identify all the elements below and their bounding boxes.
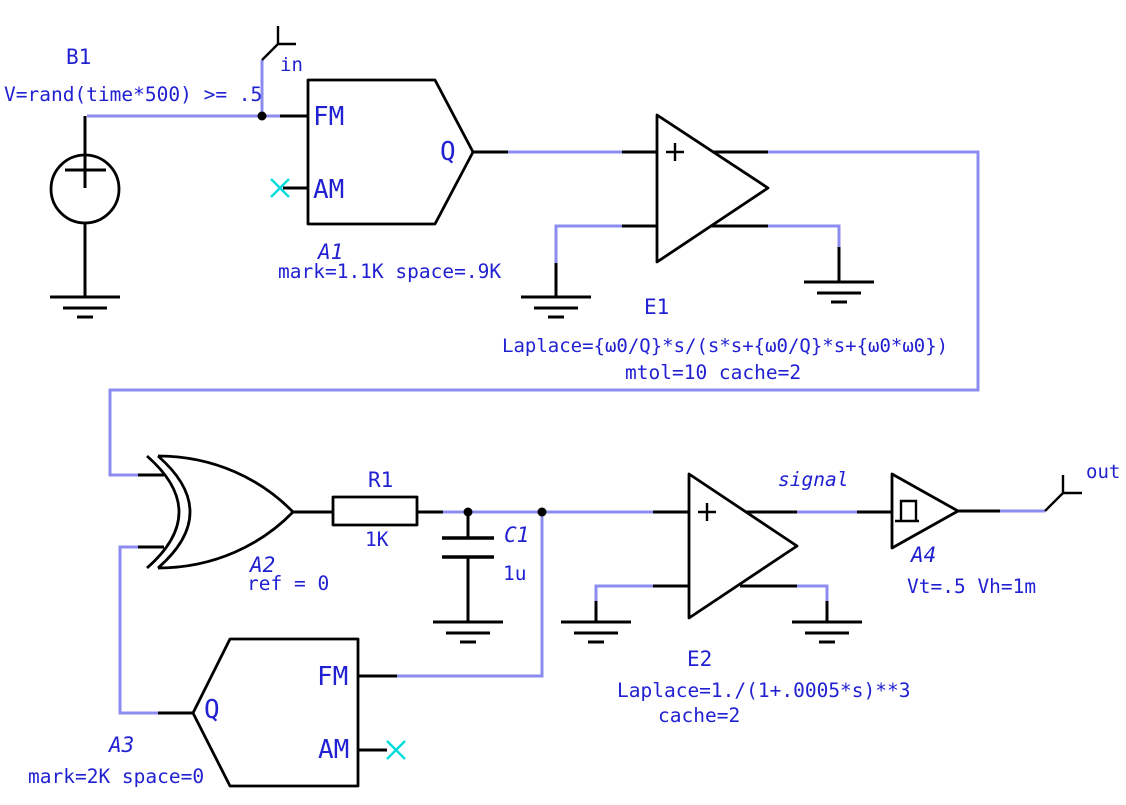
label-r1-value: 1K	[365, 528, 389, 551]
label-a4-value: Vt=.5 Vh=1m	[907, 575, 1036, 598]
hysteresis-icon	[895, 499, 919, 523]
label-b1-value: V=rand(time*500) >= .5	[4, 83, 262, 106]
label-a1-pin-q: Q	[440, 137, 456, 167]
component-a4-schmitt[interactable]	[857, 472, 1000, 550]
label-e2-value: Laplace=1./(1+.0005*s)**3	[617, 679, 911, 702]
label-a3-pin-am: AM	[318, 735, 349, 765]
label-e1-value2: mtol=10 cache=2	[625, 361, 801, 384]
component-c1-capacitor[interactable]	[442, 512, 494, 622]
label-port-out: out	[1086, 461, 1120, 483]
component-e2-vcvs[interactable]	[653, 472, 799, 620]
component-b1-voltage-source[interactable]	[49, 116, 121, 297]
label-r1-ref: R1	[368, 468, 393, 492]
label-e1-value: Laplace={ω0/Q}*s/(s*s+{ω0/Q}*s+{ω0*ω0})	[502, 335, 948, 357]
label-a1-pin-fm: FM	[313, 102, 344, 132]
port-in[interactable]	[261, 26, 296, 61]
junction-dot-a3-branch	[537, 507, 547, 517]
label-b1-ref: B1	[66, 45, 91, 69]
ground-symbol-e1-left[interactable]	[521, 263, 591, 319]
nc-marker-a3-am	[386, 740, 406, 760]
label-a2-value: ref = 0	[247, 572, 329, 595]
label-net-signal: signal	[778, 468, 848, 491]
label-a3-ref: A3	[107, 733, 134, 757]
label-a3-value: mark=2K space=0	[28, 765, 204, 788]
label-a1-pin-am: AM	[313, 175, 344, 205]
wire-e1-out-feedback-long[interactable]	[108, 150, 980, 477]
ground-symbol-c1[interactable]	[433, 620, 503, 644]
label-c1-value: 1u	[503, 562, 526, 585]
label-e2-ref: E2	[687, 647, 712, 671]
component-a2-xor-gate[interactable]	[138, 454, 333, 570]
ground-symbol-e1-right[interactable]	[804, 247, 874, 304]
wire-a3-q-to-a2-input2[interactable]	[118, 545, 158, 715]
wire-node-to-a3-fm[interactable]	[397, 512, 544, 678]
wire-e1-neg-input-to-ground[interactable]	[554, 224, 622, 263]
component-a1-modulator[interactable]	[280, 78, 508, 226]
component-r1-resistor[interactable]	[331, 495, 443, 527]
label-e1-ref: E1	[644, 295, 669, 319]
component-e1-vcvs[interactable]	[622, 113, 770, 264]
port-out[interactable]	[1044, 475, 1082, 512]
ground-symbol-e2-right[interactable]	[792, 601, 862, 644]
junction-dot-in-node	[257, 111, 267, 121]
wire-e1-outneg-to-ground[interactable]	[768, 224, 841, 247]
wire-e2-neg-input-to-ground[interactable]	[594, 584, 653, 601]
label-a3-pin-fm: FM	[317, 662, 348, 692]
ground-symbol-e2-left[interactable]	[561, 601, 631, 644]
label-a3-pin-q: Q	[204, 695, 220, 725]
ground-symbol-b1[interactable]	[50, 295, 120, 319]
label-a1-value: mark=1.1K space=.9K	[278, 260, 501, 283]
wire-e2-outneg-to-ground[interactable]	[797, 584, 829, 601]
label-a2-ref: A2	[248, 553, 275, 577]
label-a1-ref: A1	[316, 240, 343, 264]
nc-marker-a1-am	[270, 178, 290, 198]
component-a3-modulator[interactable]	[158, 637, 397, 788]
label-port-in: in	[280, 54, 303, 76]
label-c1-ref: C1	[504, 523, 529, 547]
label-a4-ref: A4	[909, 543, 936, 567]
label-e2-value2: cache=2	[658, 704, 740, 727]
